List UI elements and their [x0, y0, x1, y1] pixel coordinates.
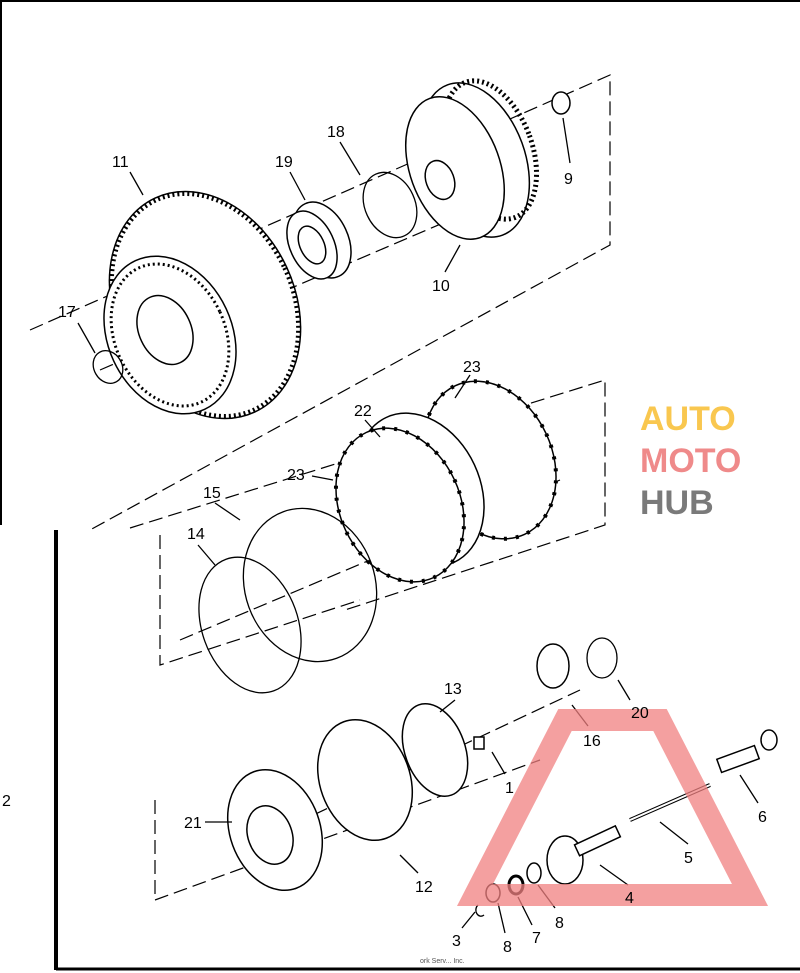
callout-17: 17 — [58, 304, 76, 321]
retaining-ring-part-17 — [92, 350, 124, 384]
rings-part-14-15 — [198, 507, 378, 694]
callout-20: 20 — [631, 705, 649, 722]
callout-14: 14 — [187, 526, 205, 543]
release-plate-part-16 — [536, 643, 570, 689]
watermark-hub: HUB — [640, 484, 714, 522]
callout-10: 10 — [432, 278, 450, 295]
watermark-moto: MOTO — [640, 442, 741, 480]
nut-part-9 — [551, 91, 571, 115]
automotohub-watermark: AUTO MOTO HUB — [456, 400, 769, 906]
callout-9: 9 — [564, 171, 573, 188]
callout-6: 6 — [758, 809, 767, 826]
section-number: 2 — [2, 793, 11, 810]
pressure-plate-part-21 — [226, 768, 324, 892]
callout-18: 18 — [327, 124, 345, 141]
callout-15: 15 — [203, 485, 221, 502]
retaining-ring-part-20 — [586, 637, 618, 679]
adjuster-part-6 — [715, 729, 778, 774]
clutch-shell-part-11 — [103, 190, 302, 420]
callout-22: 22 — [354, 403, 372, 420]
diaphragm-spring-part-12 — [316, 718, 414, 842]
callout-13: 13 — [444, 681, 462, 698]
callout-8-upper: 8 — [555, 915, 564, 932]
callout-4: 4 — [625, 890, 634, 907]
callout-7: 7 — [532, 930, 541, 947]
callout-8-lower: 8 — [503, 939, 512, 956]
callout-3: 3 — [452, 933, 461, 950]
copyright-text: ork Serv... Inc. — [420, 958, 465, 965]
retaining-ring-part-18 — [362, 171, 418, 239]
clutch-hub-part-10 — [404, 78, 540, 240]
bearing-part-19 — [286, 201, 352, 280]
callout-23-lower: 23 — [287, 467, 305, 484]
adjusting-screw-part-1 — [473, 736, 485, 750]
callout-12: 12 — [415, 879, 433, 896]
callout-19: 19 — [275, 154, 293, 171]
callout-5: 5 — [684, 850, 693, 867]
callout-21: 21 — [184, 815, 202, 832]
callout-16: 16 — [583, 733, 601, 750]
callout-23-upper: 23 — [463, 359, 481, 376]
friction-plates-part-23 — [333, 379, 559, 584]
release-ramp-part-4 — [546, 824, 622, 885]
spring-seat-part-13 — [401, 702, 469, 798]
callout-1: 1 — [505, 780, 514, 797]
watermark-auto: AUTO — [640, 400, 736, 438]
callout-11: 11 — [112, 154, 129, 171]
